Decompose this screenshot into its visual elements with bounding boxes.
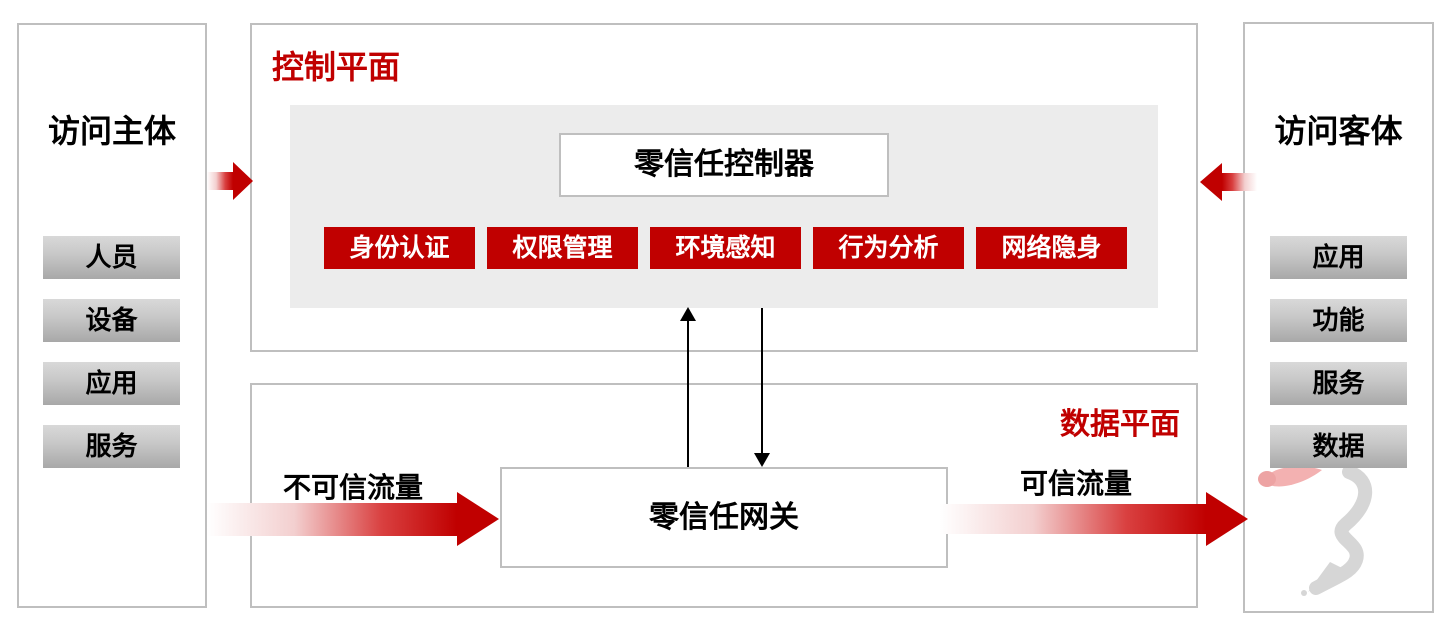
- untrusted-traffic-arrow-head: [457, 492, 499, 546]
- subject-item-personnel: 人员: [43, 236, 180, 279]
- gateway-to-controller-arrow: [687, 320, 689, 467]
- access-subject-panel: 访问主体 人员 设备 应用 服务: [17, 23, 207, 608]
- capability-network-stealth: 网络隐身: [976, 227, 1127, 269]
- subject-item-device: 设备: [43, 299, 180, 342]
- access-object-panel: 访问客体 应用 功能 服务 数据: [1243, 22, 1434, 613]
- controller-to-gateway-arrow: [761, 308, 763, 454]
- object-to-control-arrow: [1222, 173, 1257, 191]
- untrusted-traffic-arrow: [207, 503, 457, 536]
- zero-trust-gateway-box: 零信任网关: [500, 467, 948, 568]
- capability-env-awareness: 环境感知: [650, 227, 801, 269]
- capability-identity-auth: 身份认证: [324, 227, 475, 269]
- controller-to-gateway-arrow-head: [754, 453, 770, 467]
- control-plane-title: 控制平面: [272, 49, 401, 85]
- subject-item-application: 应用: [43, 362, 180, 405]
- capability-permission-mgmt: 权限管理: [487, 227, 638, 269]
- decorative-swoosh-icon: [1258, 465, 1373, 596]
- data-plane-title: 数据平面: [1060, 408, 1180, 441]
- capability-behavior-analysis: 行为分析: [813, 227, 964, 269]
- trusted-traffic-arrow: [940, 504, 1206, 534]
- trusted-traffic-label: 可信流量: [1020, 468, 1133, 499]
- untrusted-traffic-label: 不可信流量: [283, 472, 424, 503]
- object-item-service: 服务: [1270, 362, 1407, 405]
- zero-trust-controller-box: 零信任控制器: [559, 133, 889, 197]
- trusted-traffic-arrow-head: [1206, 492, 1248, 546]
- access-object-title: 访问客体: [1274, 113, 1403, 149]
- object-item-application: 应用: [1270, 236, 1407, 279]
- subject-to-control-arrow-head: [233, 162, 253, 200]
- subject-to-control-arrow: [207, 172, 233, 190]
- data-plane-box: 数据平面 不可信流量 可信流量 零信任网关: [250, 383, 1198, 608]
- object-to-control-arrow-head: [1200, 163, 1222, 201]
- object-item-function: 功能: [1270, 299, 1407, 342]
- gateway-to-controller-arrow-head: [680, 307, 696, 321]
- access-subject-title: 访问主体: [47, 113, 176, 149]
- control-plane-box: 控制平面 零信任控制器 身份认证 权限管理 环境感知 行为分析 网络隐身: [250, 23, 1198, 352]
- object-item-data: 数据: [1270, 425, 1407, 468]
- subject-item-service: 服务: [43, 425, 180, 468]
